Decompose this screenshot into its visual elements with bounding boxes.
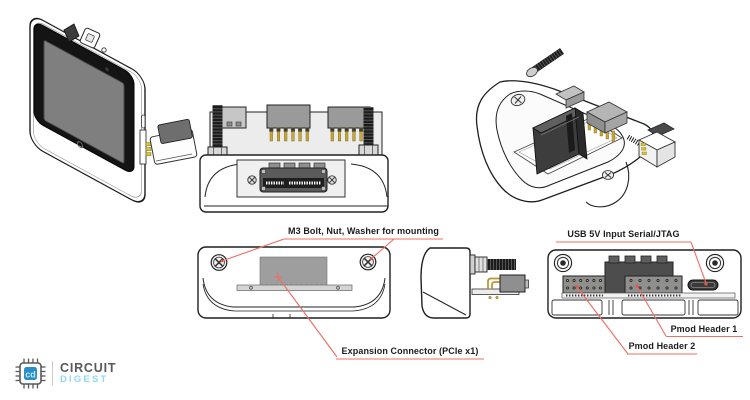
label-expansion-connector: Expansion Connector (PCIe x1) [341,346,479,356]
panel-screw-left [553,253,573,273]
panel-screw-left [247,175,257,185]
circuitdigest-logo: cd CIRCUIT DIGEST [15,358,116,389]
pmod-header-1-block [624,275,683,294]
front-button [76,141,84,149]
m3-bolt-left [210,254,228,271]
logo-monogram: cd [25,370,36,380]
logo-subtitle: DIGEST [60,373,109,385]
side-seam [422,291,467,316]
panel-screw-right [327,175,337,185]
label-pmod-header-2: Pmod Header 2 [628,341,696,351]
view-rear-mounting [197,246,391,319]
side-connector [139,119,198,165]
view-rear-panel [547,249,742,319]
display-enclosure [29,17,146,203]
side-slot [141,114,146,129]
logo-divider [52,361,53,386]
usb-c-port [687,279,719,291]
expansion-connector-panel [236,159,346,198]
shell-flap [585,161,630,208]
side-bolt [469,254,516,275]
panel-screw-right [705,253,725,273]
side-body [420,247,471,319]
side-connector-block [499,274,529,293]
m3-bolt-right [359,253,377,271]
label-pmod-header-1: Pmod Header 1 [670,324,738,334]
label-m3-bolt: M3 Bolt, Nut, Washer for mounting [288,226,439,236]
iso-screw-bottom [601,170,615,180]
view-side-profile [420,247,529,319]
expansion-connector-block [259,256,328,288]
camera-dot [105,67,109,72]
top-edge-buttons [63,23,107,53]
iso-header-blocks [555,85,628,134]
mounting-bolt-right [358,107,379,157]
view-rear-isometric [475,48,677,208]
iso-bolt [526,48,564,78]
display-screen [43,40,125,164]
connector-base-strip [236,284,353,291]
view-top-pcb-headers [199,104,389,213]
pin-header-block-1 [266,104,311,129]
circuit-digest-chip-icon: cd [15,358,46,389]
iso-side-connector [626,122,677,168]
logo-title: CIRCUIT [60,360,117,375]
panel-pcb-edge [561,292,736,299]
label-usb-input: USB 5V Input Serial/JTAG [567,229,680,239]
iso-expansion-connector [532,107,588,175]
header-pins [269,127,371,142]
usb-block [220,106,247,129]
iso-screw-top [510,93,526,107]
view-display-front-isometric [29,17,198,203]
pmod-header-2-block [562,275,606,294]
side-bent-pins [487,277,501,289]
